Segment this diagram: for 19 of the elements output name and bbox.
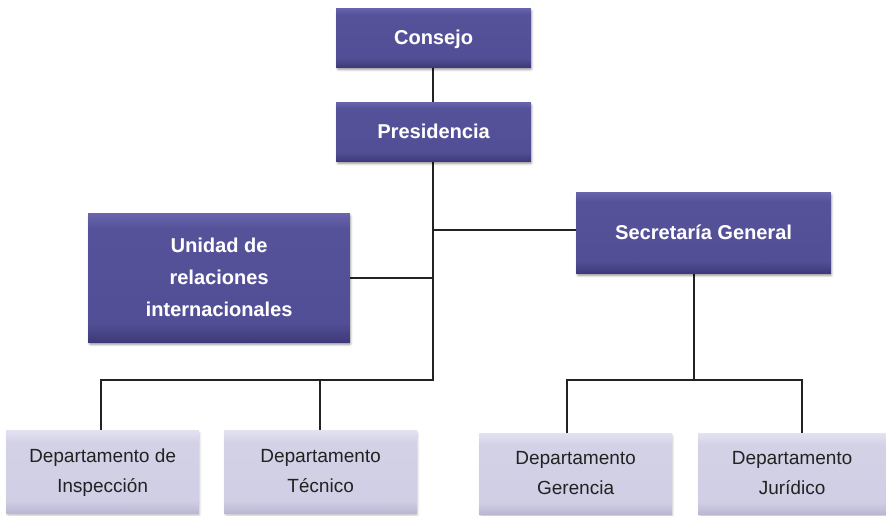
connector-line	[319, 162, 434, 430]
connector-line	[693, 274, 803, 433]
department-box	[698, 433, 886, 515]
department-box	[6, 430, 199, 514]
box-label: Presidencia	[377, 120, 490, 145]
box-label: Departamento de Inspección	[28, 445, 177, 499]
box-label: Departamento Técnico	[259, 445, 382, 499]
box-label: Secretaría General	[615, 221, 792, 246]
box-label: Departamento Gerencia	[514, 447, 637, 501]
department-box	[224, 430, 417, 514]
box-label: Departamento Jurídico	[730, 447, 854, 501]
unit-box	[576, 192, 831, 274]
box-label: Consejo	[394, 26, 473, 51]
box-label: Unidad de relaciones internacionales	[144, 234, 294, 323]
unit-box	[336, 8, 531, 68]
unit-box	[336, 102, 531, 162]
connector-line	[432, 68, 434, 102]
department-box	[479, 433, 672, 515]
unit-box	[88, 213, 350, 343]
